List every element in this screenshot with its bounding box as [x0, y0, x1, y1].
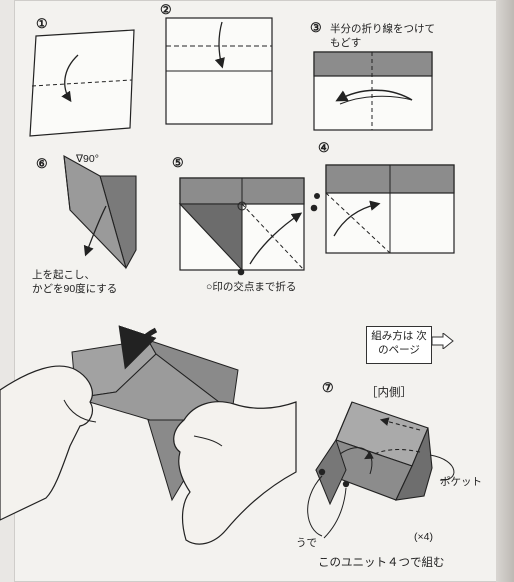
assemble-caption: このユニット４つで組む — [318, 557, 445, 569]
pocket-label: ポケット — [440, 476, 482, 488]
step-marker-3: ③ — [310, 21, 322, 36]
step-marker-2: ② — [160, 3, 172, 18]
step-marker-5: ⑤ — [172, 156, 184, 171]
step3-caption: 半分の折り線をつけて もどす — [330, 23, 435, 50]
times4-label: (×4) — [414, 531, 433, 543]
book-binding — [496, 0, 514, 582]
step5-caption: ○印の交点まで折る — [206, 281, 297, 293]
step2-diagram — [165, 17, 273, 125]
step4-diagram — [314, 164, 455, 254]
step3-diagram — [313, 51, 433, 131]
step-marker-6: ⑥ — [36, 157, 48, 172]
inside-label: ［内側］ — [366, 387, 412, 399]
step-marker-1: ① — [36, 17, 48, 32]
next-page-note: 組み方は 次のページ — [366, 326, 432, 364]
step7-diagram — [307, 401, 455, 539]
step5-diagram — [178, 177, 318, 276]
step-marker-7: ⑦ — [322, 381, 334, 396]
next-page-arrow-icon — [432, 333, 454, 349]
step6-angle-label: ∇90° — [76, 153, 99, 165]
step1-diagram — [29, 29, 135, 137]
step-marker-4: ④ — [318, 141, 330, 156]
step6-diagram — [63, 155, 137, 270]
step6-caption: 上を起こし、 かどを90度にする — [32, 269, 118, 296]
arm-label: うで — [296, 537, 317, 549]
hands-folding-illustration — [0, 325, 297, 545]
